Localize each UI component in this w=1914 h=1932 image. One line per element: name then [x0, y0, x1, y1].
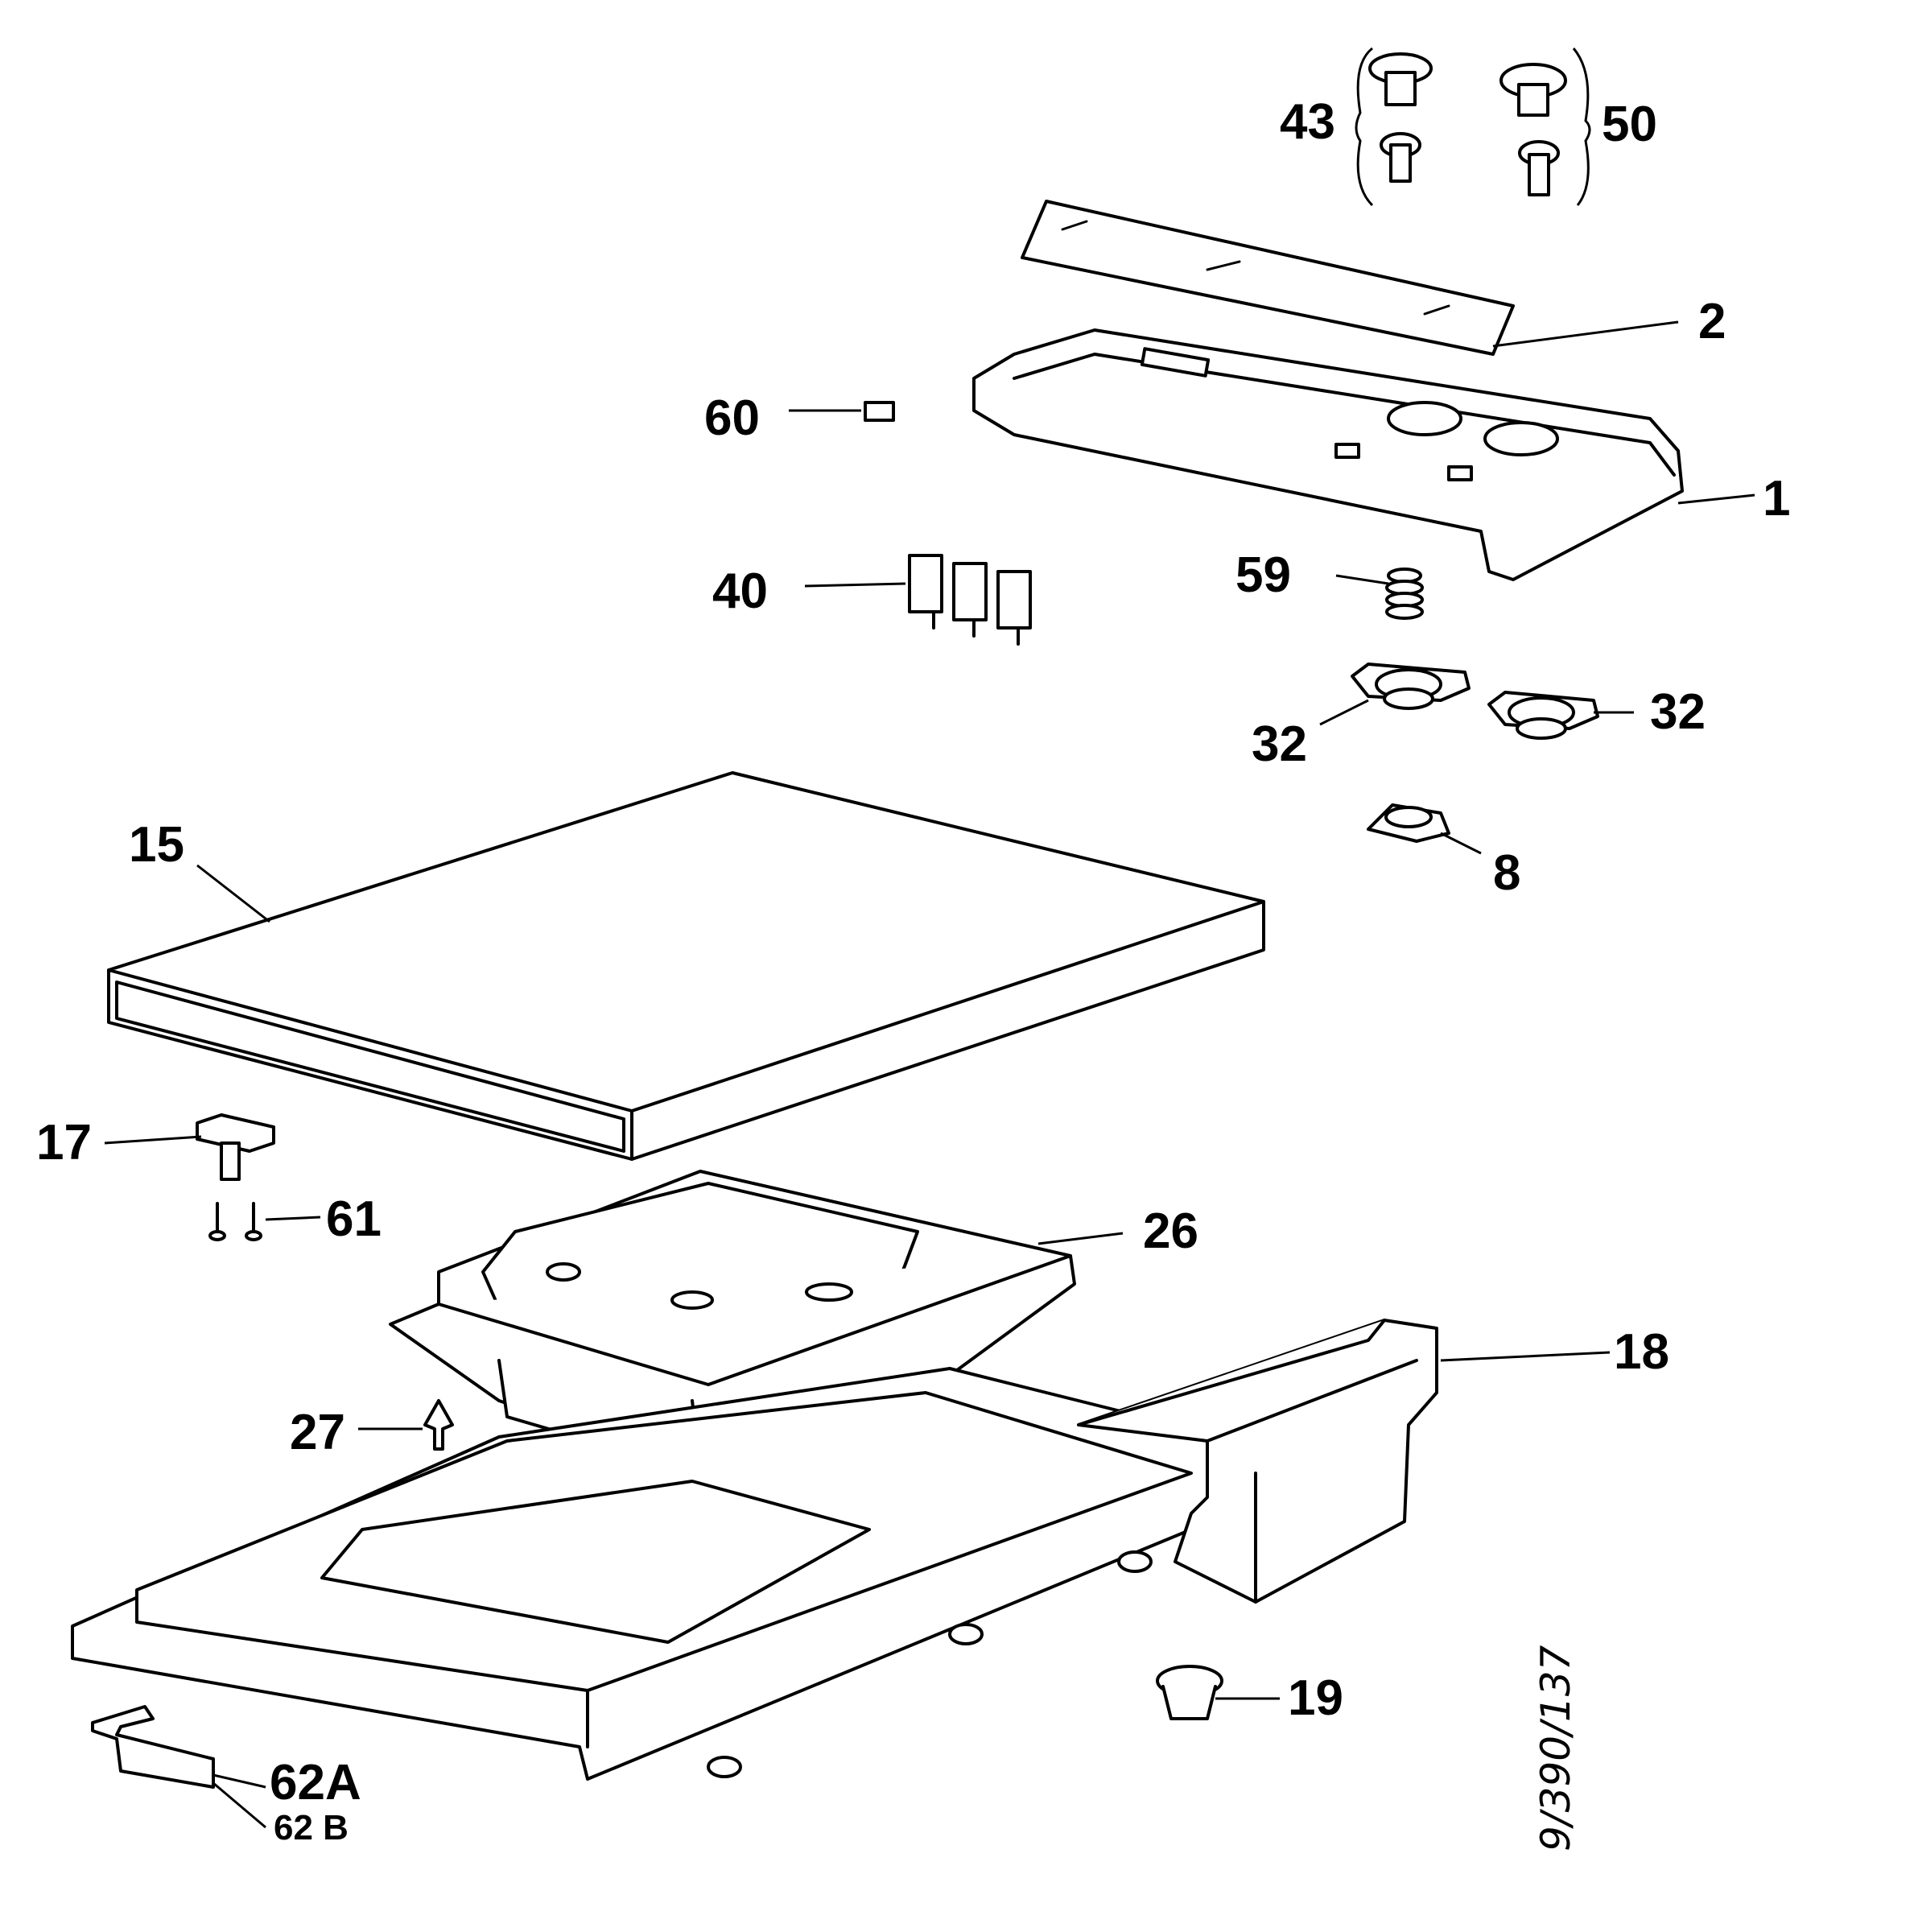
part-18-housing [1077, 1319, 1438, 1604]
part-1-console [972, 328, 1684, 581]
label-61: 61 [326, 1191, 382, 1247]
part-26-dispenser [389, 1170, 1076, 1507]
leader-lines [104, 320, 1755, 1829]
drawing-code: 9/390/137 [1532, 1645, 1579, 1852]
label-8: 8 [1493, 845, 1520, 901]
label-15: 15 [129, 817, 184, 873]
label-32-left: 32 [1252, 716, 1307, 772]
label-62b: 62 B [274, 1808, 349, 1847]
part-2-panel [1021, 200, 1515, 356]
label-1: 1 [1763, 471, 1790, 526]
label-32-right: 32 [1650, 684, 1706, 740]
part-19-foot [1156, 1665, 1223, 1720]
part-43-knobs [1368, 52, 1433, 183]
label-2: 2 [1698, 294, 1726, 349]
label-60: 60 [704, 390, 760, 446]
base-frame [71, 1367, 1209, 1781]
part-59-spring [1385, 568, 1424, 620]
part-27-clip [423, 1399, 454, 1451]
label-62a: 62A [270, 1755, 361, 1810]
label-27: 27 [290, 1405, 345, 1460]
label-17: 17 [36, 1115, 92, 1170]
label-43: 43 [1280, 94, 1335, 150]
bracket-50 [1572, 47, 1591, 206]
part-32-left [1351, 663, 1471, 710]
part-60-clip [864, 401, 895, 422]
label-59: 59 [1235, 547, 1291, 603]
label-50: 50 [1602, 97, 1657, 152]
bracket-43 [1355, 47, 1374, 207]
part-17-hinge [196, 1113, 275, 1181]
part-62-latch [91, 1705, 215, 1789]
part-32-right [1487, 691, 1599, 740]
part-8 [1367, 803, 1450, 843]
part-61-screws [208, 1202, 262, 1241]
part-15-lid [107, 771, 1265, 1161]
label-26: 26 [1143, 1203, 1198, 1259]
label-19: 19 [1288, 1670, 1343, 1726]
part-40-switches [908, 554, 1032, 646]
label-40: 40 [712, 564, 768, 619]
part-50-knobs [1499, 63, 1567, 196]
label-18: 18 [1614, 1324, 1669, 1380]
